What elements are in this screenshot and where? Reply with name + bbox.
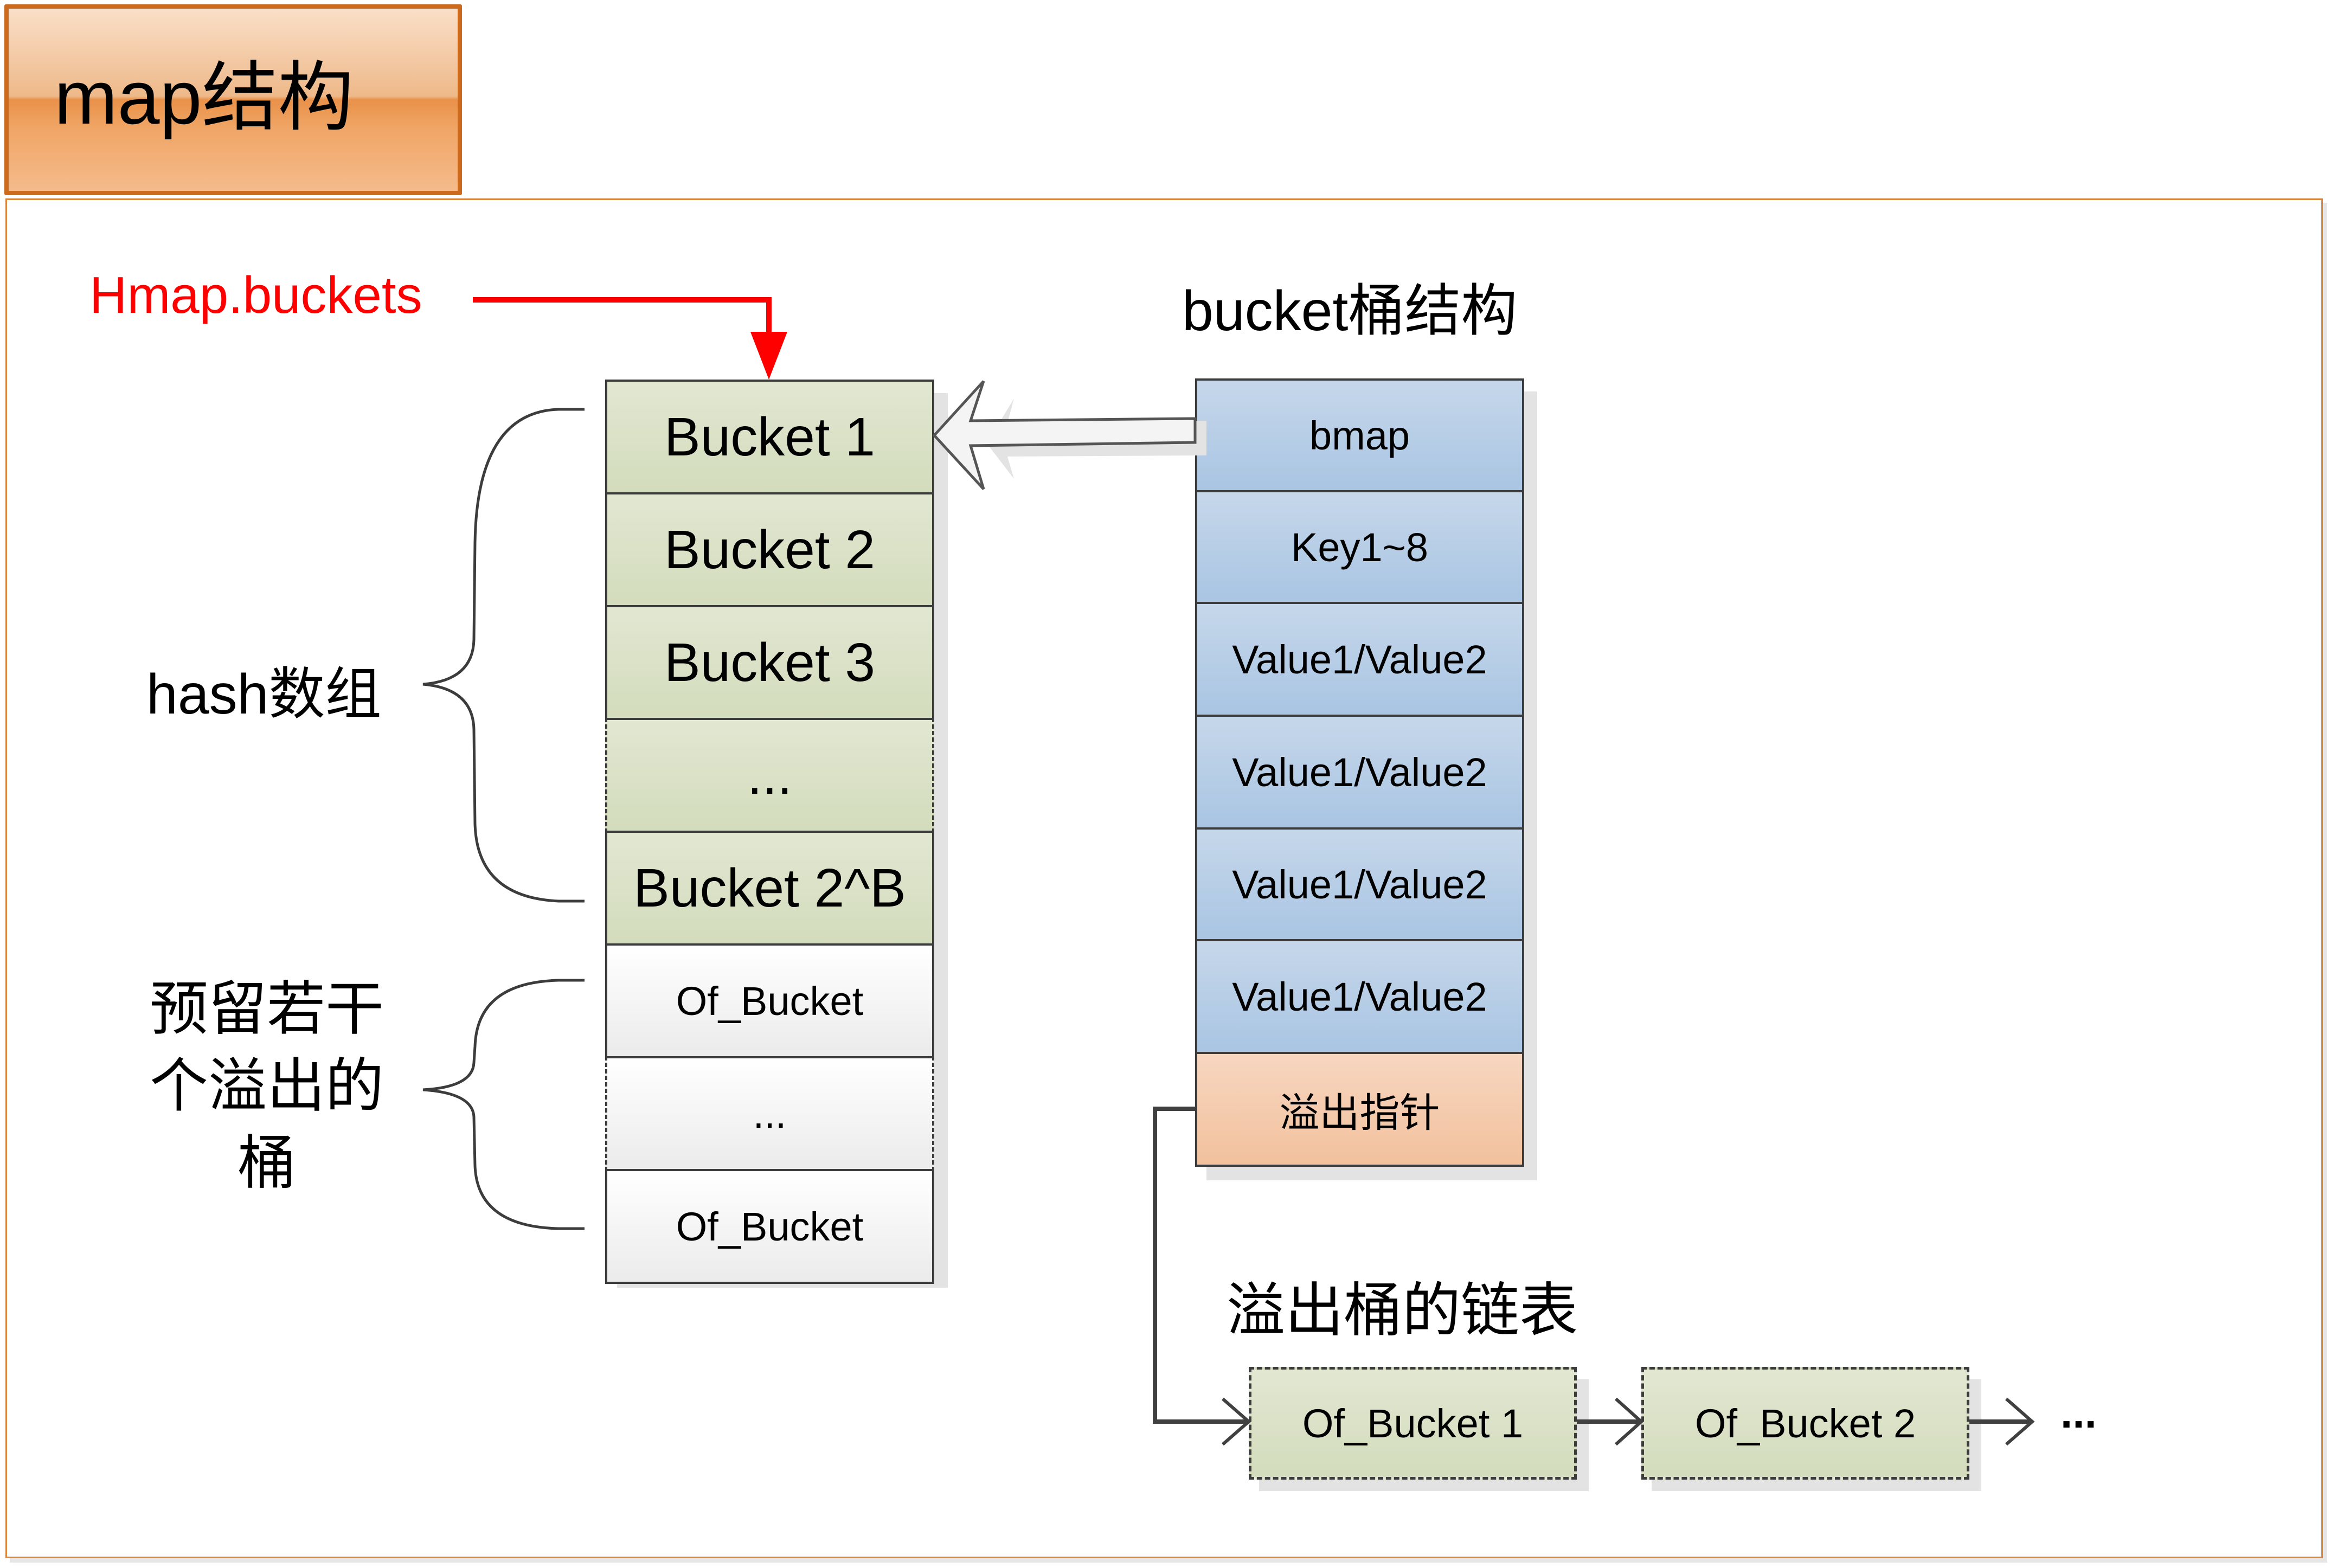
hash-bucket-label: ... <box>747 744 793 806</box>
bucket-field-label: 溢出指针 <box>1279 1090 1440 1135</box>
bucket-field-label: Value1/Value2 <box>1232 637 1487 682</box>
hash-bucket-cell[interactable]: Bucket 2^B <box>605 831 934 946</box>
bucket-field-label: Key1~8 <box>1291 524 1429 570</box>
reserved-overflow-label: 预留若干 个溢出的 桶 <box>142 971 391 1201</box>
bucket-field-label: bmap <box>1309 413 1410 458</box>
hmap-pointer-arrow-line <box>473 297 772 336</box>
bmap-to-bucket-hollow-arrow <box>932 380 1197 490</box>
reserved-overflow-label-line: 个溢出的 <box>149 1053 384 1119</box>
hash-bucket-cell[interactable]: Bucket 3 <box>605 605 934 720</box>
reserved-overflow-label-line: 桶 <box>237 1130 296 1196</box>
overflow-pointer-connector <box>1153 1107 1249 1424</box>
bucket-field-cell[interactable]: Value1/Value2 <box>1195 602 1524 717</box>
arrow-icon <box>1615 1397 1644 1446</box>
overflow-list-title: 溢出桶的链表 <box>1227 1277 1578 1343</box>
hash-bucket-cell[interactable]: Bucket 1 <box>605 380 934 494</box>
hash-bucket-label: Bucket 2^B <box>633 857 906 918</box>
bucket-field-cell[interactable]: Value1/Value2 <box>1195 939 1524 1054</box>
overflow-list-item[interactable]: Of_Bucket 1 <box>1249 1367 1577 1480</box>
hash-bucket-label: Bucket 2 <box>664 519 876 580</box>
hash-array-label: hash数组 <box>146 663 382 726</box>
bucket-field-label: Value1/Value2 <box>1232 862 1487 907</box>
overflow-list-item-label: Of_Bucket 2 <box>1694 1400 1916 1446</box>
title-box <box>4 4 462 195</box>
bucket-field-label: Value1/Value2 <box>1232 749 1487 795</box>
reserved-overflow-label-line: 预留若干 <box>149 976 384 1042</box>
bucket-field-cell[interactable]: Value1/Value2 <box>1195 715 1524 830</box>
arrow-icon <box>1222 1397 1251 1446</box>
hash-array-brace <box>422 408 585 903</box>
overflow-list-item[interactable]: Of_Bucket 2 <box>1641 1367 1969 1480</box>
reserved-overflow-cell-label: Of_Bucket <box>676 978 864 1024</box>
reserved-overflow-cell[interactable]: Of_Bucket <box>605 943 934 1058</box>
hmap-pointer-arrowhead <box>750 332 787 380</box>
overflow-list-continuation: ... <box>2060 1389 2097 1437</box>
bucket-field-cell[interactable]: Value1/Value2 <box>1195 827 1524 941</box>
reserved-overflow-cell-label: Of_Bucket <box>676 1204 864 1249</box>
hash-bucket-ellipsis-cell: ... <box>605 718 934 833</box>
arrow-icon <box>2005 1397 2035 1446</box>
hash-bucket-label: Bucket 3 <box>664 632 876 693</box>
bucket-field-cell[interactable]: Key1~8 <box>1195 490 1524 604</box>
hmap-buckets-label: Hmap.buckets <box>89 266 422 324</box>
reserved-overflow-brace <box>422 979 585 1230</box>
overflow-list-item-label: Of_Bucket 1 <box>1302 1400 1524 1446</box>
reserved-overflow-cell[interactable]: Of_Bucket <box>605 1169 934 1284</box>
diagram-title: map结构 <box>54 55 354 140</box>
overflow-pointer-cell[interactable]: 溢出指针 <box>1195 1052 1524 1167</box>
bucket-struct-title: bucket桶结构 <box>1182 280 1518 343</box>
hash-bucket-label: Bucket 1 <box>664 406 876 467</box>
bucket-field-label: Value1/Value2 <box>1232 974 1487 1019</box>
reserved-overflow-cell-label: ... <box>753 1091 787 1136</box>
